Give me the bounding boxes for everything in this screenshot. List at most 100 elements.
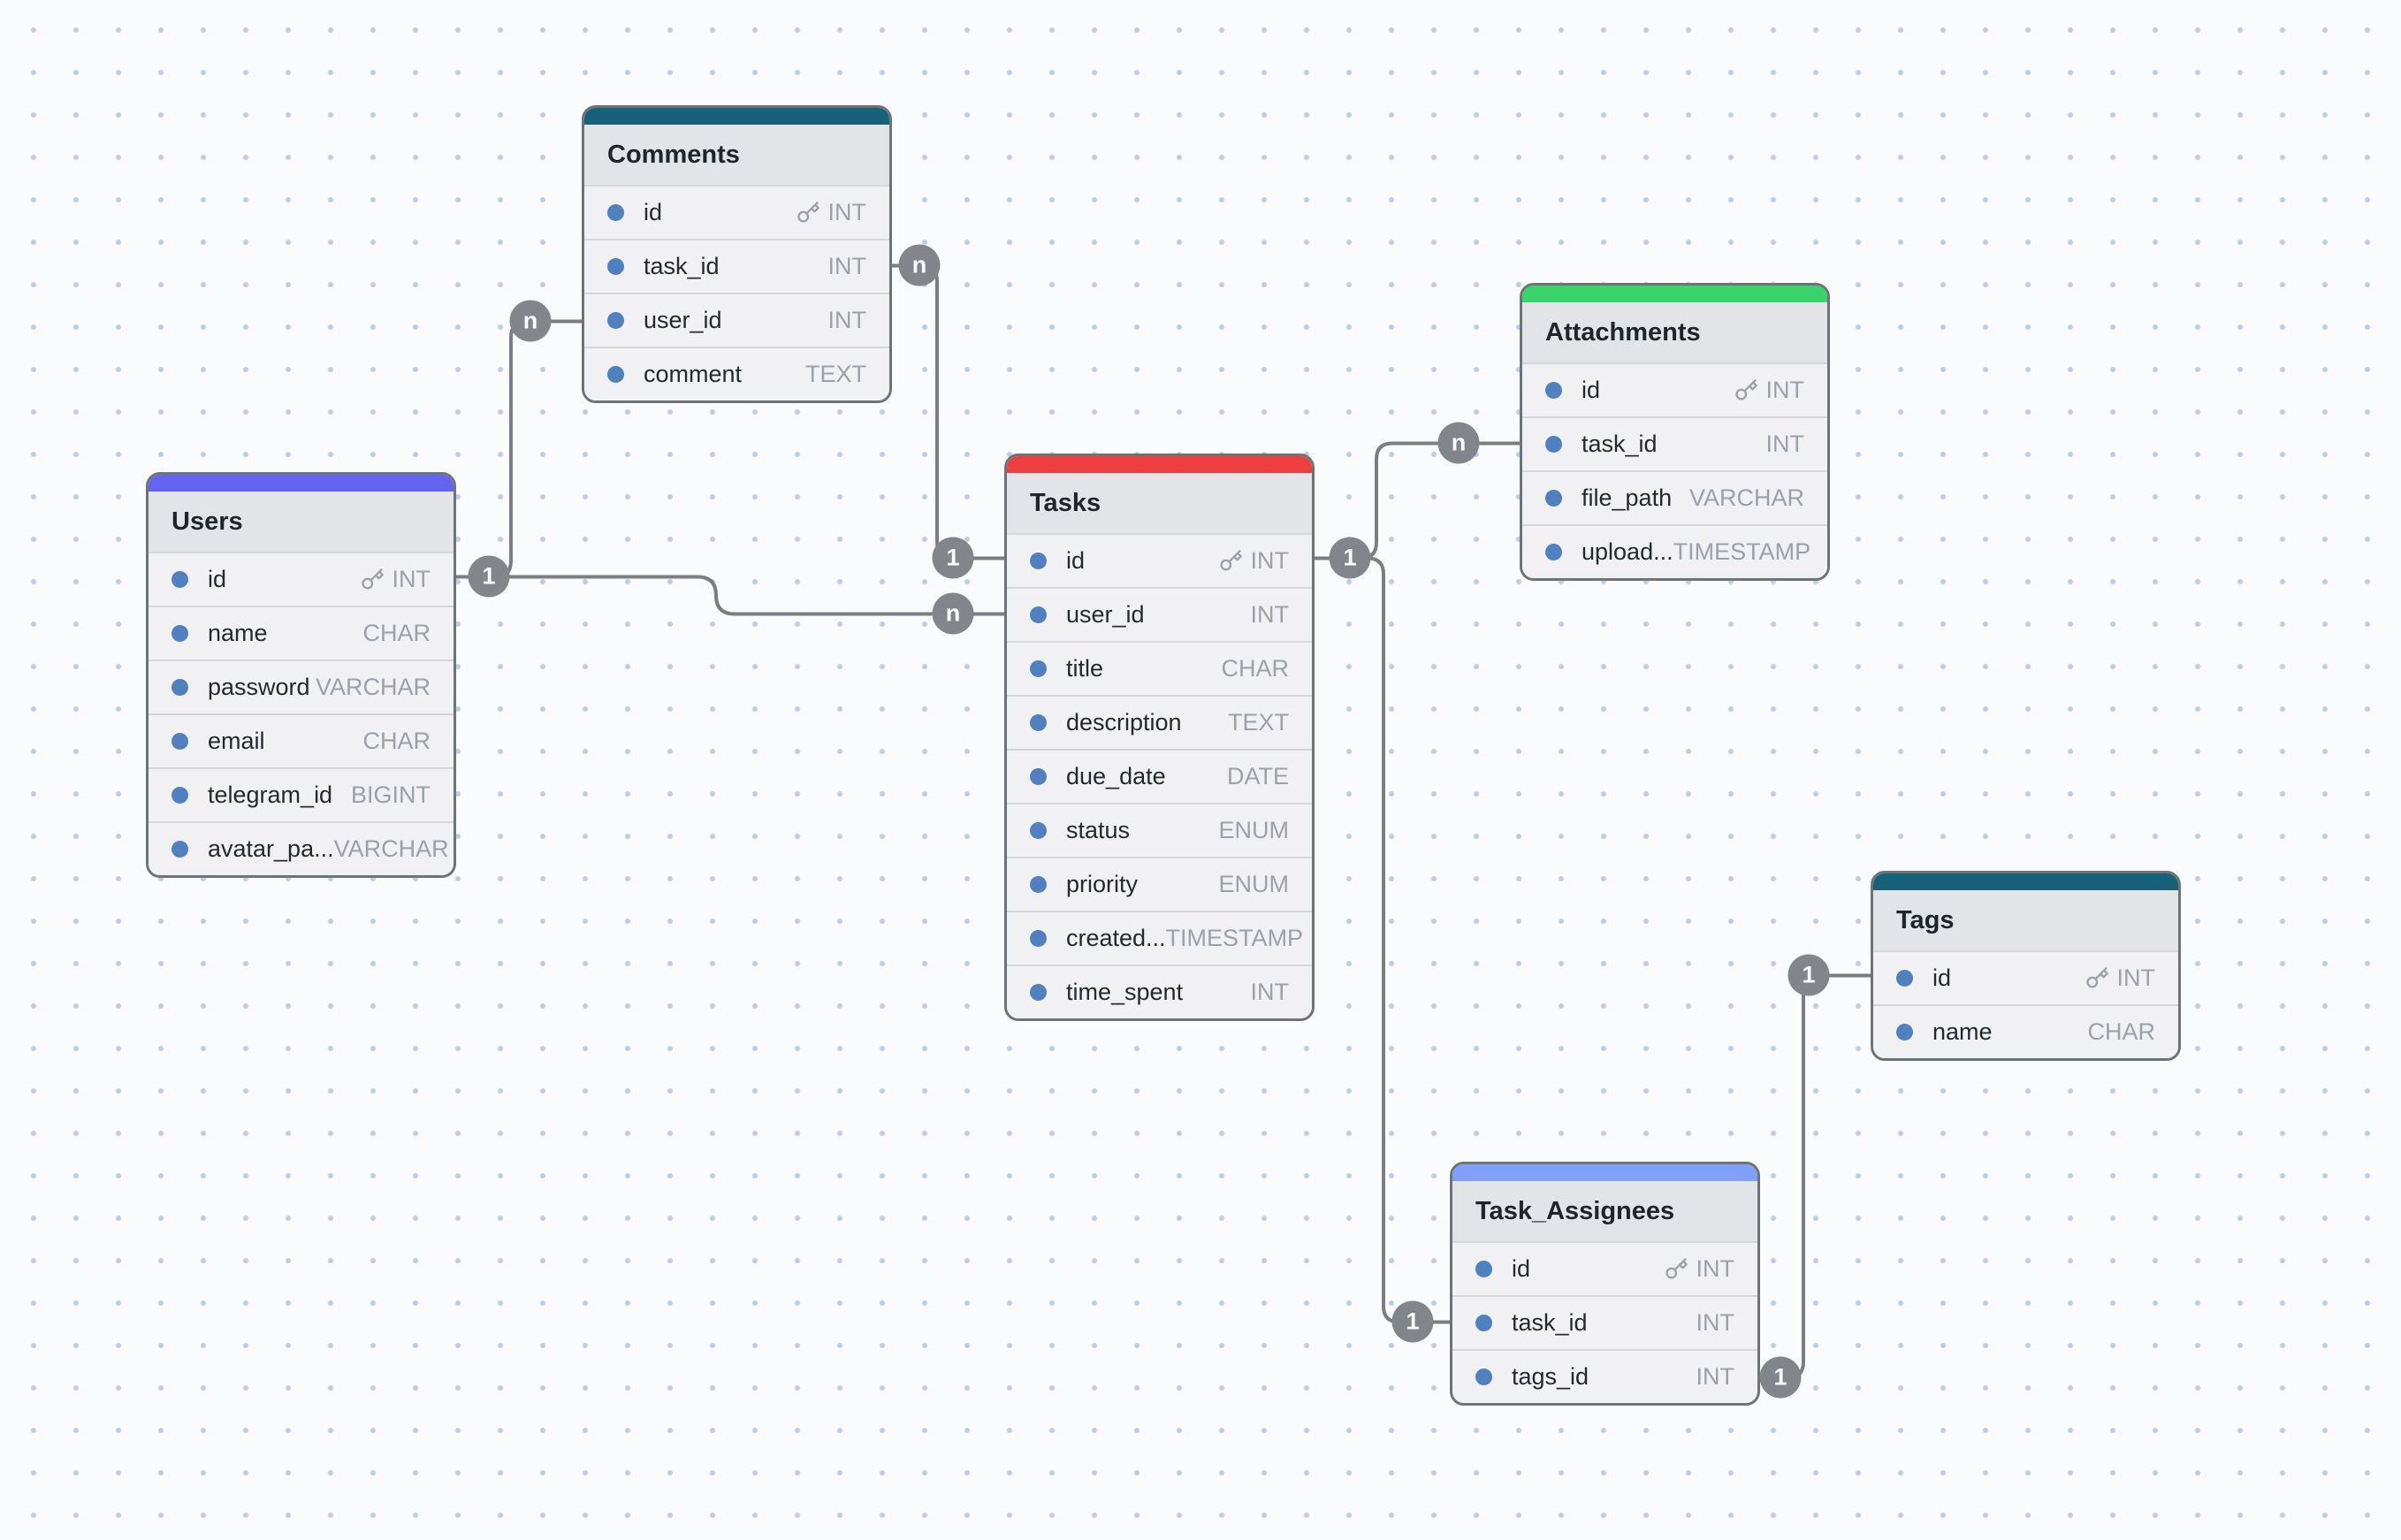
field-type: INT bbox=[2085, 964, 2155, 992]
cardinality-marker-assignees-task-id: 1 bbox=[1391, 1300, 1434, 1343]
table-title: Users bbox=[172, 507, 243, 536]
field-row-id[interactable]: id INT bbox=[1007, 533, 1312, 587]
table-accent bbox=[1452, 1164, 1757, 1181]
cardinality-marker-tags-id: 1 bbox=[1787, 954, 1830, 996]
field-type: TIMESTAMP bbox=[1673, 538, 1811, 565]
field-row-user-id[interactable]: user_id INT bbox=[584, 293, 889, 347]
field-name: upload... bbox=[1582, 538, 1673, 565]
field-name: task_id bbox=[644, 253, 720, 279]
field-dot-icon bbox=[1475, 1315, 1492, 1331]
field-type: BIGINT bbox=[350, 781, 431, 808]
field-row-created-at[interactable]: created... TIMESTAMP bbox=[1007, 911, 1312, 964]
field-name: title bbox=[1066, 655, 1104, 682]
field-type: TEXT bbox=[1227, 709, 1289, 736]
relationship-line-users-tasks[interactable] bbox=[450, 575, 1004, 616]
field-dot-icon bbox=[1545, 544, 1562, 560]
field-row-priority[interactable]: priority ENUM bbox=[1007, 857, 1312, 911]
field-row-title[interactable]: title CHAR bbox=[1007, 641, 1312, 695]
field-name: email bbox=[208, 728, 265, 754]
field-row-password[interactable]: password VARCHAR bbox=[149, 659, 454, 713]
field-name: avatar_pa... bbox=[208, 835, 334, 862]
field-dot-icon bbox=[1030, 822, 1047, 839]
field-type: INT bbox=[1765, 431, 1805, 457]
table-header[interactable]: Tasks bbox=[1007, 473, 1312, 533]
key-icon bbox=[797, 201, 819, 222]
field-name: name bbox=[208, 620, 268, 646]
table-header[interactable]: Users bbox=[149, 492, 454, 552]
field-name: id bbox=[644, 199, 663, 225]
field-dot-icon bbox=[1030, 930, 1047, 947]
field-row-id[interactable]: id INT bbox=[1452, 1241, 1757, 1295]
field-row-task-id[interactable]: task_id INT bbox=[584, 239, 889, 293]
table-title: Task_Assignees bbox=[1475, 1196, 1675, 1225]
field-type: TEXT bbox=[804, 361, 866, 387]
table-header[interactable]: Tags bbox=[1873, 890, 2178, 950]
field-row-task-id[interactable]: task_id INT bbox=[1452, 1295, 1757, 1349]
field-dot-icon bbox=[1030, 606, 1047, 623]
field-name: description bbox=[1066, 709, 1182, 736]
field-row-email[interactable]: email CHAR bbox=[149, 713, 454, 767]
field-dot-icon bbox=[1475, 1368, 1492, 1385]
field-dot-icon bbox=[172, 625, 188, 642]
cardinality-marker-comments-task-id: n bbox=[898, 244, 941, 286]
field-dot-icon bbox=[1030, 660, 1047, 677]
field-row-due-date[interactable]: due_date DATE bbox=[1007, 749, 1312, 803]
table-users[interactable]: Users id INT name CHAR password VARCHAR … bbox=[146, 472, 456, 878]
field-name: created... bbox=[1066, 925, 1166, 951]
field-row-comment[interactable]: comment TEXT bbox=[584, 347, 889, 400]
field-dot-icon bbox=[172, 841, 188, 858]
field-row-id[interactable]: id INT bbox=[1522, 362, 1827, 416]
table-title: Tags bbox=[1896, 905, 1955, 934]
field-dot-icon bbox=[1896, 1024, 1913, 1041]
field-dot-icon bbox=[1545, 382, 1562, 399]
field-row-tags-id[interactable]: tags_id INT bbox=[1452, 1349, 1757, 1403]
relationship-line-tasks-task-assignees[interactable] bbox=[1309, 556, 1450, 1324]
table-attachments[interactable]: Attachments id INT task_id INT file_path… bbox=[1520, 283, 1830, 581]
table-accent bbox=[1873, 873, 2178, 890]
field-row-file-path[interactable]: file_path VARCHAR bbox=[1522, 470, 1827, 524]
field-row-user-id[interactable]: user_id INT bbox=[1007, 587, 1312, 641]
field-row-id[interactable]: id INT bbox=[149, 552, 454, 606]
field-type: INT bbox=[827, 253, 867, 279]
field-row-id[interactable]: id INT bbox=[1873, 950, 2178, 1004]
field-type: ENUM bbox=[1218, 871, 1290, 897]
table-tasks[interactable]: Tasks id INT user_id INT title CHAR desc… bbox=[1004, 454, 1315, 1021]
relationship-line-tags-task-assignees[interactable] bbox=[1756, 973, 1871, 1380]
field-row-description[interactable]: description TEXT bbox=[1007, 695, 1312, 749]
field-type: VARCHAR bbox=[315, 674, 431, 700]
field-dot-icon bbox=[172, 733, 188, 750]
field-name: due_date bbox=[1066, 763, 1166, 789]
table-header[interactable]: Task_Assignees bbox=[1452, 1181, 1757, 1241]
table-comments[interactable]: Comments id INT task_id INT user_id INT … bbox=[582, 105, 892, 403]
field-dot-icon bbox=[172, 571, 188, 588]
field-row-task-id[interactable]: task_id INT bbox=[1522, 416, 1827, 470]
relationship-line-tasks-comments[interactable] bbox=[887, 263, 1004, 560]
field-row-name[interactable]: name CHAR bbox=[149, 606, 454, 659]
field-row-telegram-id[interactable]: telegram_id BIGINT bbox=[149, 767, 454, 821]
field-type: INT bbox=[1734, 377, 1804, 404]
field-name: password bbox=[208, 674, 310, 700]
table-title: Tasks bbox=[1030, 488, 1101, 517]
field-row-name[interactable]: name CHAR bbox=[1873, 1004, 2178, 1058]
table-header[interactable]: Comments bbox=[584, 125, 889, 185]
field-row-avatar-path[interactable]: avatar_pa... VARCHAR bbox=[149, 821, 454, 875]
table-header[interactable]: Attachments bbox=[1522, 302, 1827, 362]
field-type: INT bbox=[1250, 601, 1290, 628]
table-task-assignees[interactable]: Task_Assignees id INT task_id INT tags_i… bbox=[1450, 1162, 1760, 1406]
field-row-uploaded-at[interactable]: upload... TIMESTAMP bbox=[1522, 524, 1827, 578]
cardinality-marker-tasks-id-in: 1 bbox=[932, 537, 974, 579]
relationship-line-users-comments[interactable] bbox=[450, 319, 582, 579]
cardinality-marker-tasks-user-id: n bbox=[932, 592, 974, 635]
field-type: INT bbox=[1218, 547, 1289, 575]
table-accent bbox=[1007, 456, 1312, 473]
field-row-status[interactable]: status ENUM bbox=[1007, 803, 1312, 857]
key-icon bbox=[1734, 378, 1757, 400]
field-row-time-spent[interactable]: time_spent INT bbox=[1007, 964, 1312, 1018]
field-dot-icon bbox=[607, 312, 624, 329]
field-type: TIMESTAMP bbox=[1165, 925, 1304, 951]
field-type: CHAR bbox=[362, 728, 431, 754]
table-tags[interactable]: Tags id INT name CHAR bbox=[1871, 871, 2181, 1061]
field-row-id[interactable]: id INT bbox=[584, 185, 889, 239]
field-dot-icon bbox=[172, 787, 188, 804]
